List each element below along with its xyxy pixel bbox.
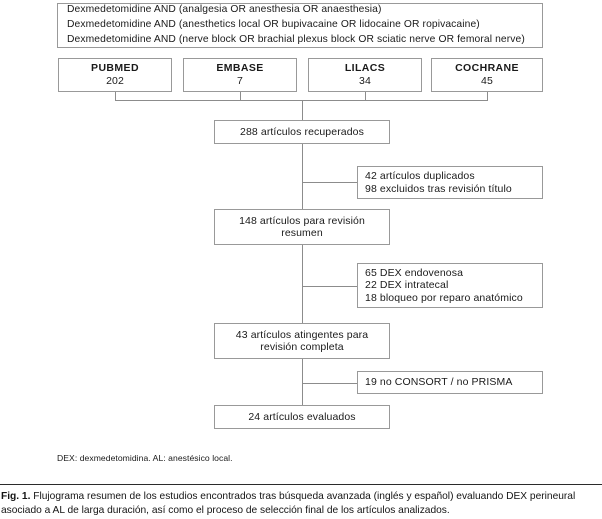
stage-box-final-included: 24 artículos evaluados	[214, 405, 390, 429]
database-name-cochrane: COCHRANE	[455, 61, 519, 74]
connector-database-bus	[115, 100, 488, 101]
database-count-embase: 7	[237, 75, 243, 87]
database-name-lilacs: LILACS	[344, 61, 386, 74]
exclusion-box-duplicates: 42 artículos duplicados 98 excluidos tra…	[357, 166, 543, 199]
stage-fulltext-line-2: revisión completa	[260, 341, 344, 353]
database-count-cochrane: 45	[481, 75, 493, 87]
figure-caption-label: Fig. 1.	[1, 491, 31, 502]
connector-embase-stub	[240, 92, 241, 101]
connector-branch-reporting	[302, 383, 357, 384]
database-name-pubmed: PUBMED	[91, 61, 139, 74]
exclusion-dex-line-3: 18 bloqueo por reparo anatómico	[365, 291, 523, 304]
connector-branch-dex-route	[302, 286, 357, 287]
exclusion-box-reporting: 19 no CONSORT / no PRISMA	[357, 371, 543, 394]
connector-abstract-to-fulltext	[302, 245, 303, 323]
query-line-1: Dexmedetomidine AND (analgesia OR anesth…	[67, 4, 382, 16]
connector-bus-to-retrieved	[302, 100, 303, 120]
stage-box-fulltext-review: 43 artículos atingentes para revisión co…	[214, 323, 390, 359]
database-box-pubmed: PUBMED 202	[58, 58, 172, 92]
connector-branch-duplicates	[302, 182, 357, 183]
exclusion-reporting-line-1: 19 no CONSORT / no PRISMA	[365, 376, 513, 389]
exclusion-box-dex-route: 65 DEX endovenosa 22 DEX intratecal 18 b…	[357, 263, 543, 308]
query-line-3: Dexmedetomidine AND (nerve block OR brac…	[67, 33, 525, 45]
figure-caption: Fig. 1. Flujograma resumen de los estudi…	[1, 490, 599, 517]
database-count-pubmed: 202	[106, 75, 124, 87]
figure-caption-text: Flujograma resumen de los estudios encon…	[1, 491, 576, 516]
connector-retrieved-to-abstract	[302, 144, 303, 209]
database-name-embase: EMBASE	[216, 61, 264, 74]
exclusion-dex-line-1: 65 DEX endovenosa	[365, 266, 464, 279]
database-box-cochrane: COCHRANE 45	[431, 58, 543, 92]
search-query-box: Dexmedetomidine AND (analgesia OR anesth…	[57, 3, 543, 48]
query-line-2: Dexmedetomidine AND (anesthetics local O…	[67, 19, 480, 31]
stage-fulltext-line-1: 43 artículos atingentes para	[235, 328, 369, 341]
connector-fulltext-to-final	[302, 359, 303, 405]
stage-abstract-line-2: resumen	[281, 227, 323, 239]
abbreviation-footnote: DEX: dexmedetomidina. AL: anestésico loc…	[57, 453, 233, 463]
database-box-lilacs: LILACS 34	[308, 58, 422, 92]
connector-pubmed-stub	[115, 92, 116, 101]
connector-cochrane-stub	[487, 92, 488, 101]
stage-box-retrieved: 288 artículos recuperados	[214, 120, 390, 144]
stage-final-line-1: 24 artículos evaluados	[248, 410, 356, 423]
stage-retrieved-line-1: 288 artículos recuperados	[240, 125, 364, 138]
stage-abstract-line-1: 148 artículos para revisión	[239, 214, 365, 227]
caption-divider	[0, 484, 602, 485]
stage-box-abstract-review: 148 artículos para revisión resumen	[214, 209, 390, 245]
exclusion-duplicates-line-2: 98 excluidos tras revisión título	[365, 182, 512, 195]
database-box-embase: EMBASE 7	[183, 58, 297, 92]
exclusion-duplicates-line-1: 42 artículos duplicados	[365, 170, 475, 183]
exclusion-dex-line-2: 22 DEX intratecal	[365, 279, 449, 292]
connector-lilacs-stub	[365, 92, 366, 101]
database-count-lilacs: 34	[359, 75, 371, 87]
